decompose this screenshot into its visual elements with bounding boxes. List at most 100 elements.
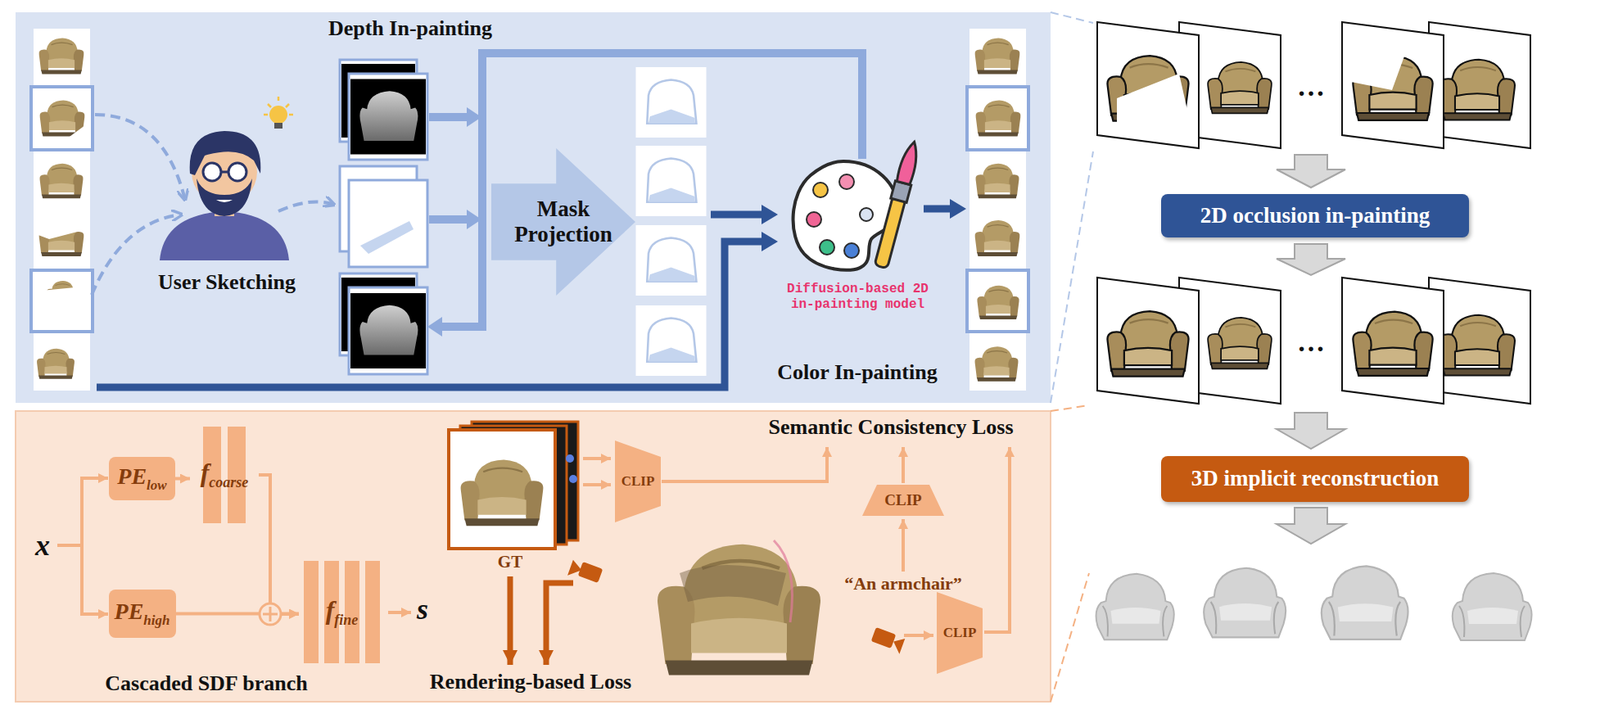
clip-encoder: CLIP bbox=[936, 592, 983, 674]
output-view-column bbox=[967, 86, 1029, 150]
clip-encoder: CLIP bbox=[614, 440, 661, 523]
inpainting-model: Diffusion-based 2D in-painting model bbox=[774, 151, 942, 316]
projected-mask bbox=[636, 67, 707, 138]
node-text-wrap: CLIP bbox=[943, 624, 977, 642]
output-view-column bbox=[974, 346, 1018, 382]
text-label: “An armchair” bbox=[844, 573, 963, 594]
depth-map bbox=[350, 293, 426, 369]
step-arrow bbox=[1276, 507, 1346, 544]
trapezoid-shape bbox=[614, 440, 661, 523]
layer-bar bbox=[303, 560, 319, 664]
user-icon bbox=[216, 199, 233, 203]
encoding-box: PEhigh bbox=[108, 589, 177, 638]
palette-icon bbox=[819, 239, 835, 255]
view-frame bbox=[1116, 73, 1194, 140]
color-flow-arrow bbox=[761, 231, 778, 252]
zoom-link bbox=[1050, 12, 1094, 702]
zoom-link bbox=[1050, 12, 1094, 23]
stage-box: 2D occlusion in-painting bbox=[1161, 194, 1469, 238]
trapezoid-shape bbox=[862, 484, 945, 516]
step-arrow bbox=[1276, 244, 1346, 276]
mesh-result bbox=[1096, 574, 1175, 641]
loss-wire bbox=[903, 633, 934, 638]
view-frame bbox=[1342, 277, 1444, 404]
layer-bar bbox=[365, 560, 380, 664]
node-text-wrap: ffine bbox=[325, 595, 359, 629]
input-view-column bbox=[36, 348, 75, 380]
depth-flow-arrow bbox=[429, 112, 469, 122]
output-view-column bbox=[975, 163, 1019, 199]
depth-map bbox=[348, 73, 428, 160]
step-arrow bbox=[1276, 154, 1346, 188]
gt-image-stack bbox=[448, 421, 579, 549]
text-label: Semantic Consistency Loss bbox=[768, 415, 1013, 440]
node-label: 3D implicit reconstruction bbox=[1191, 465, 1439, 491]
output-view-column bbox=[969, 28, 1026, 391]
node-label: f bbox=[200, 457, 210, 488]
input-wire bbox=[81, 545, 109, 615]
projected-mask bbox=[636, 145, 707, 217]
render-loss-wire bbox=[510, 576, 574, 665]
reconstruction-panel bbox=[15, 411, 1051, 702]
loss-wire bbox=[901, 519, 905, 572]
clip-encoder: CLIP bbox=[862, 484, 945, 516]
color-flow-arrow bbox=[96, 241, 764, 388]
sketch-flow-arrow bbox=[91, 114, 335, 295]
mesh-result bbox=[1203, 568, 1286, 638]
user-icon bbox=[269, 105, 288, 124]
gt-image-stack bbox=[448, 429, 556, 549]
color-flow-arrow bbox=[710, 211, 764, 219]
subscript: fine bbox=[334, 611, 358, 629]
mlp-layers: ffine bbox=[298, 560, 385, 664]
subscript: coarse bbox=[208, 474, 249, 492]
text-label: User Sketching bbox=[158, 270, 296, 295]
palette-icon bbox=[839, 174, 855, 190]
view-frame bbox=[1097, 22, 1531, 404]
text-label: … bbox=[1297, 70, 1325, 103]
node-label: PE bbox=[117, 463, 147, 489]
rendered-armchair bbox=[657, 544, 821, 676]
input-view-column bbox=[39, 163, 83, 199]
sketch-flow-arrow bbox=[278, 201, 335, 212]
projected-mask bbox=[636, 225, 707, 296]
render-loss-wire bbox=[546, 583, 574, 665]
node-text-wrap: 3D implicit reconstruction bbox=[1191, 465, 1439, 492]
node-label: CLIP bbox=[884, 491, 922, 509]
stage-box: 3D implicit reconstruction bbox=[1161, 456, 1469, 502]
rendered-armchair bbox=[657, 540, 821, 676]
view-frame bbox=[1097, 22, 1199, 149]
user-icon bbox=[228, 162, 247, 181]
node-label: PE bbox=[114, 598, 145, 624]
color-flow-arrow bbox=[949, 198, 967, 219]
node-label: CLIP bbox=[943, 624, 977, 641]
depth-map bbox=[339, 273, 428, 375]
palette-icon bbox=[844, 243, 859, 258]
node-text-wrap: PEhigh bbox=[114, 598, 171, 629]
color-flow-arrow bbox=[923, 205, 952, 213]
sum-symbol bbox=[259, 603, 281, 625]
depth-flow-arrow bbox=[427, 316, 443, 337]
view-frame bbox=[1439, 59, 1515, 121]
view-frame bbox=[1351, 45, 1409, 91]
node-text-wrap: Mask Projection bbox=[501, 196, 625, 248]
arrow-shape bbox=[491, 148, 636, 296]
input-view-column bbox=[39, 38, 85, 75]
output-view-column bbox=[976, 100, 1022, 137]
output-view-column bbox=[975, 38, 1021, 75]
node-text-wrap: 2D occlusion in-painting bbox=[1200, 203, 1431, 229]
loss-wire bbox=[583, 483, 611, 487]
input-view-column bbox=[31, 86, 93, 150]
connector-arrow bbox=[258, 474, 299, 615]
user-icon bbox=[159, 211, 290, 261]
mesh-result bbox=[1321, 565, 1409, 640]
user-icon bbox=[189, 131, 262, 176]
palette-icon bbox=[859, 207, 873, 222]
text-label: Color In-painting bbox=[777, 360, 937, 385]
input-view-column bbox=[63, 122, 89, 146]
node-text-wrap: PElow bbox=[117, 463, 167, 493]
input-view-column bbox=[36, 214, 87, 240]
text-label: Depth In-painting bbox=[328, 16, 493, 41]
